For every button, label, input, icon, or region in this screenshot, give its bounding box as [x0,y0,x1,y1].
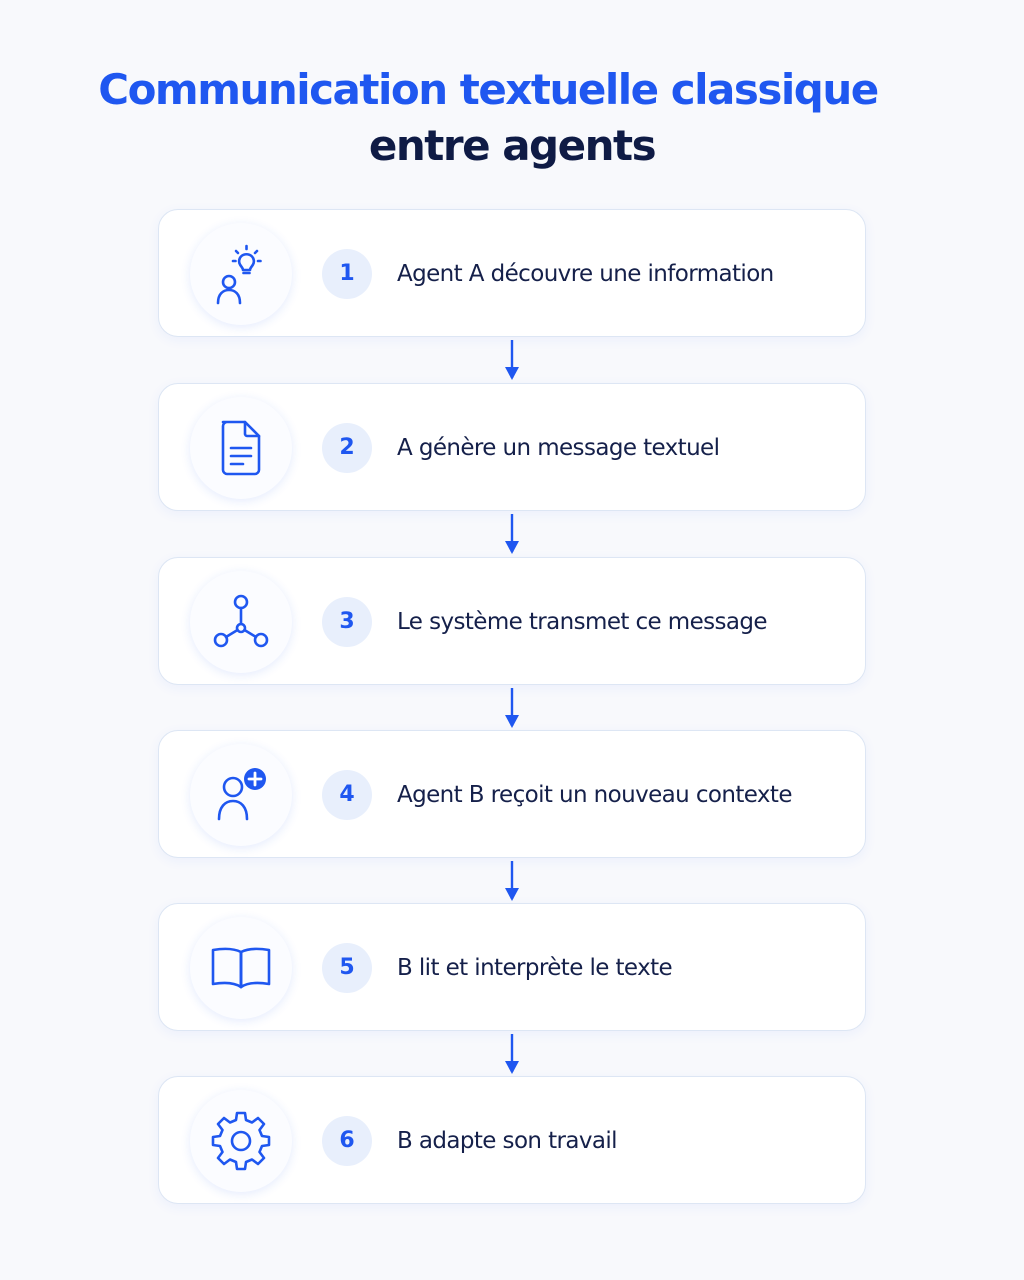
step-card-5: 5 B lit et interprète le texte [158,903,866,1031]
open-book-icon [211,947,271,989]
step-icon-badge-3 [190,571,292,673]
step-icon-badge-6 [190,1090,292,1192]
step-number-3: 3 [322,597,372,647]
diagram-title: Communication textuelle classique entre … [0,62,1024,174]
step-icon-badge-4 [190,744,292,846]
step-label-4: Agent B reçoit un nouveau contexte [397,782,793,808]
flow-arrow-4 [505,861,519,901]
person-lightbulb-icon [216,244,262,305]
step-label-2: A génère un message textuel [397,435,720,461]
step-number-6: 6 [322,1116,372,1166]
step-icon-badge-5 [190,917,292,1019]
step-icon-badge-1 [190,223,292,325]
step-number-5: 5 [322,943,372,993]
document-icon [221,420,261,476]
step-card-6: 6 B adapte son travail [158,1076,866,1204]
network-nodes-icon [213,594,269,648]
flow-arrow-1 [505,340,519,380]
title-line-1: Communication textuelle classique [98,65,879,114]
flow-arrow-5 [505,1034,519,1074]
flow-arrow-3 [505,688,519,728]
step-label-1: Agent A découvre une information [397,261,774,287]
step-number-4: 4 [322,770,372,820]
gear-icon [211,1111,271,1171]
step-label-5: B lit et interprète le texte [397,955,673,981]
step-label-6: B adapte son travail [397,1128,618,1154]
flow-arrow-2 [505,514,519,554]
person-add-icon [217,768,266,821]
step-number-2: 2 [322,423,372,473]
step-icon-badge-2 [190,397,292,499]
step-number-1: 1 [322,249,372,299]
step-card-3: 3 Le système transmet ce message [158,557,866,685]
step-card-1: 1 Agent A découvre une information [158,209,866,337]
title-line-2: entre agents [368,121,657,170]
step-card-2: 2 A génère un message textuel [158,383,866,511]
step-card-4: 4 Agent B reçoit un nouveau contexte [158,730,866,858]
step-label-3: Le système transmet ce message [397,609,768,635]
